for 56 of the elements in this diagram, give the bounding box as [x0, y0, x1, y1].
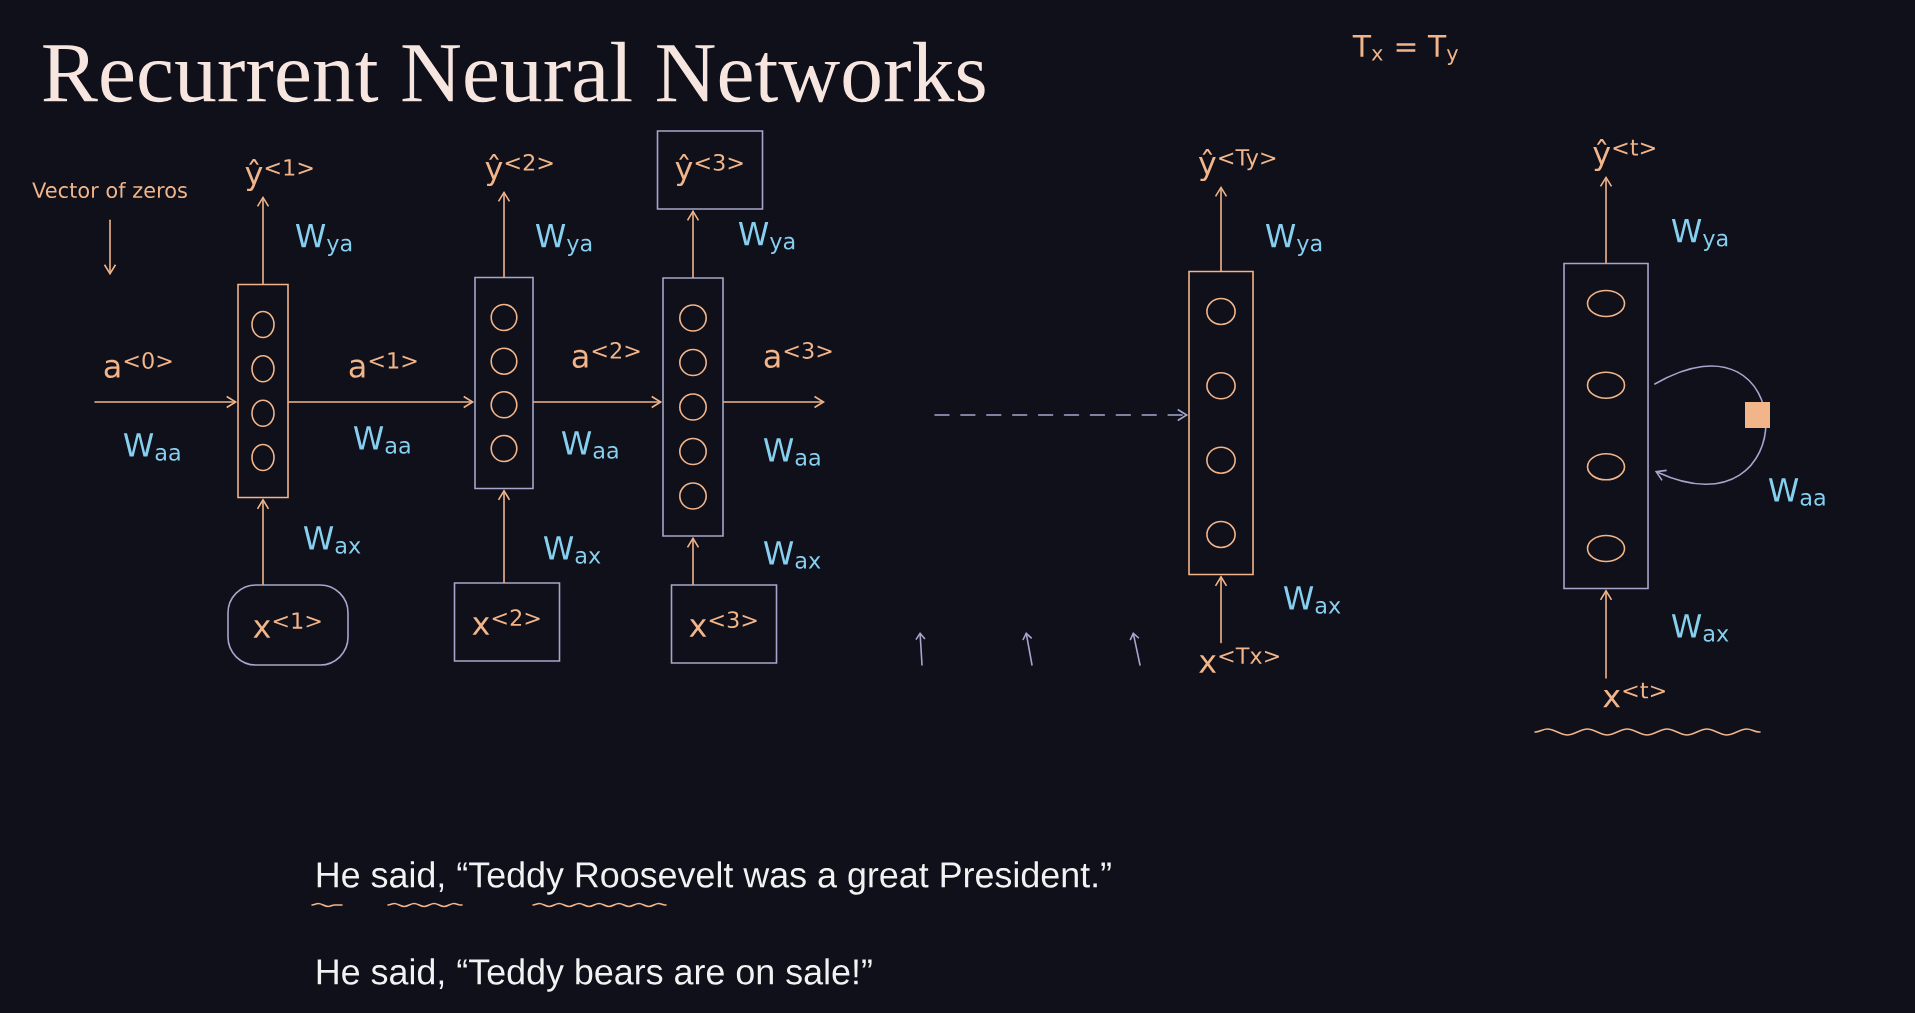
arrow — [288, 395, 475, 409]
rnn-cell — [662, 277, 724, 537]
arrow — [103, 219, 117, 276]
vector-box: x$^{<2>}$ — [453, 582, 561, 662]
edge-label: W$_{ax}$ — [1671, 614, 1729, 642]
vector-label: x$^{<t>}$ — [1603, 682, 1665, 708]
vector-label: ŷ$^{<2>}$ — [485, 153, 553, 187]
arrow — [1599, 589, 1613, 679]
edge-label: a$^{<2>}$ — [572, 342, 640, 368]
edge-label: a$^{<1>}$ — [349, 352, 417, 378]
rnn-cell — [237, 283, 289, 499]
arrow — [256, 195, 270, 285]
weight-label: W$_{aa}$ — [123, 433, 180, 461]
weight-label: W$_{aa}$ — [763, 438, 820, 466]
condition-note: T$_{x}$ = T$_{y}$ — [1352, 35, 1458, 65]
arrow — [1599, 175, 1613, 264]
edge-label: W$_{ya}$ — [295, 224, 352, 256]
edge-label: W$_{ya}$ — [535, 224, 592, 256]
edge-label: W$_{ya}$ — [738, 222, 795, 254]
arrow — [723, 395, 825, 409]
edge-label: W$_{ax}$ — [543, 536, 601, 564]
arrow — [686, 536, 700, 585]
edge-label: W$_{ya}$ — [1671, 219, 1728, 251]
weight-label: W$_{aa}$ — [561, 431, 618, 459]
vector-label: x$^{<Tx>}$ — [1199, 647, 1279, 673]
arrow — [1214, 185, 1228, 272]
vector-label: ŷ$^{<1>}$ — [245, 158, 313, 192]
edge-label: a$^{<3>}$ — [764, 342, 832, 368]
rnn-cell — [1563, 262, 1649, 590]
arrow — [934, 408, 1189, 422]
vector-box: x$^{<3>}$ — [670, 584, 778, 664]
arrow — [1214, 575, 1228, 644]
title: Recurrent Neural Networks — [43, 41, 985, 103]
rnn-cell — [474, 276, 534, 490]
vector-label: ŷ$^{<t>}$ — [1593, 138, 1655, 172]
edge-label: W$_{ax}$ — [763, 541, 821, 569]
vector-box: x$^{<1>}$ — [227, 584, 349, 666]
arrow — [533, 395, 663, 409]
sentence: He said, “Teddy Roosevelt was a great President.” — [317, 861, 1111, 895]
arrow — [497, 489, 511, 583]
loop-arrow — [1654, 365, 1767, 485]
edge-label: W$_{aa}$ — [1768, 478, 1825, 506]
weight-label: W$_{aa}$ — [353, 426, 410, 454]
arrow — [256, 498, 270, 585]
note-text: Vector of zeros — [32, 181, 187, 199]
sentence: He said, “Teddy bears are on sale!” — [317, 958, 872, 992]
arrow — [94, 395, 238, 409]
arrow — [686, 209, 700, 278]
rnn-cell — [1188, 270, 1254, 576]
edge-label: W$_{ax}$ — [1283, 586, 1341, 614]
vector-box: ŷ$^{<3>}$ — [656, 130, 764, 210]
edge-label: W$_{ya}$ — [1265, 224, 1322, 256]
edge-label: W$_{ax}$ — [303, 526, 361, 554]
vector-label: ŷ$^{<Ty>}$ — [1198, 148, 1276, 182]
edge-label: a$^{<0>}$ — [104, 352, 172, 378]
arrow — [497, 190, 511, 278]
